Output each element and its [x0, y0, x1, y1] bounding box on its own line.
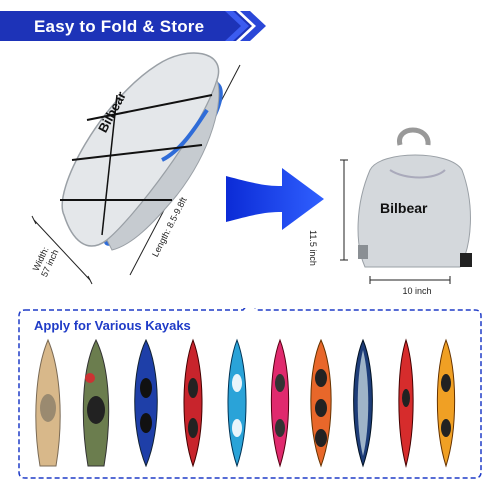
arrow-right-icon	[226, 168, 324, 230]
kayak-tan	[35, 338, 61, 467]
kayak-cyan	[227, 338, 247, 468]
kayak-pink	[270, 338, 290, 468]
kayak-navy-canoe	[353, 338, 373, 468]
bag-brand-label: Bilbear	[380, 200, 428, 216]
storage-bag-illustration	[340, 127, 472, 284]
banner-shape	[0, 11, 266, 41]
bag-height-label: 11.5 inch	[308, 230, 318, 266]
kayak-blue-tandem	[134, 338, 158, 468]
kayak-camo	[82, 338, 110, 467]
bag-width-label: 10 inch	[402, 286, 432, 296]
kayak-red-slim	[398, 338, 414, 468]
kayak-orange-tandem	[310, 338, 332, 468]
kayak-red-tandem	[183, 338, 203, 468]
applications-title: Apply for Various Kayaks	[34, 318, 191, 333]
kayak-yellow-orange	[436, 338, 456, 468]
applications-panel	[18, 308, 482, 479]
kayak-cover-illustration	[31, 52, 241, 285]
banner-title: Easy to Fold & Store	[34, 17, 205, 36]
feature-banner: Easy to Fold & Store	[0, 11, 266, 41]
